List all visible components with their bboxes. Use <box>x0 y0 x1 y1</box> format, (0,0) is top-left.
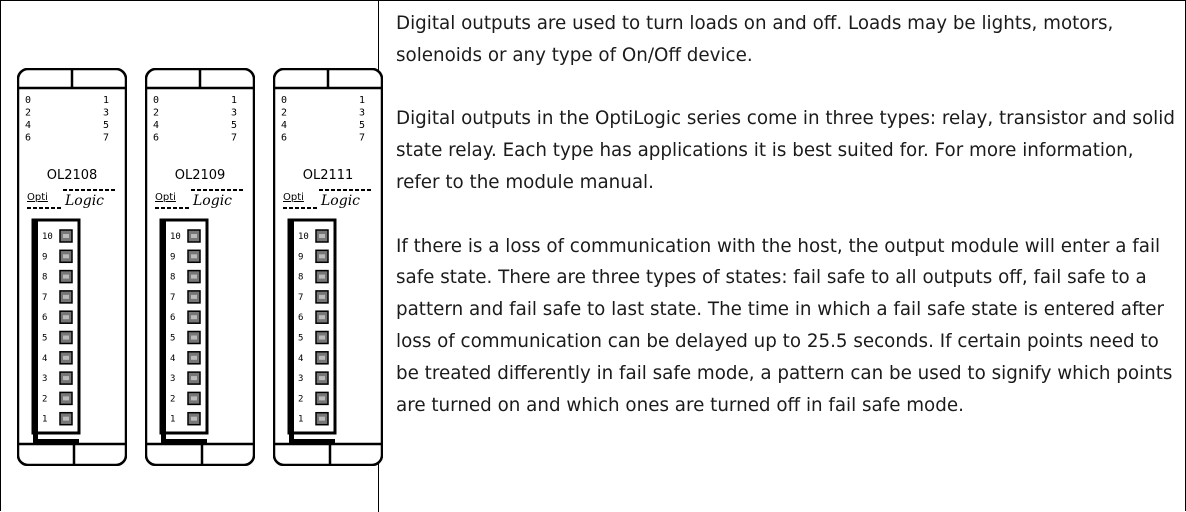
svg-text:Logic: Logic <box>192 193 232 209</box>
paragraph-fail-safe: If there is a loss of communication with… <box>396 235 1173 416</box>
io-number: 7 <box>359 133 365 144</box>
terminal-number: 1 <box>170 415 175 425</box>
description-text: Digital outputs are used to turn loads o… <box>396 8 1176 453</box>
terminal-number: 2 <box>298 394 303 404</box>
terminal-number: 8 <box>298 273 303 283</box>
terminal-number: 5 <box>170 334 175 344</box>
io-number: 0 <box>25 95 31 106</box>
terminal-number: 1 <box>298 415 303 425</box>
terminal-number: 3 <box>170 374 175 384</box>
io-number: 5 <box>359 120 365 131</box>
terminal-block: 10 9 8 7 6 5 4 3 2 1 <box>287 218 337 443</box>
io-number: 6 <box>281 133 287 144</box>
io-number: 6 <box>25 133 31 144</box>
terminal-number: 1 <box>42 415 47 425</box>
io-number: 4 <box>25 120 31 131</box>
terminal-number: 7 <box>42 293 47 303</box>
svg-text:Logic: Logic <box>320 193 360 209</box>
svg-text:Logic: Logic <box>64 193 104 209</box>
io-number: 4 <box>153 120 159 131</box>
optilogic-logo: Opti Logic <box>155 189 243 209</box>
terminal-number: 5 <box>298 334 303 344</box>
terminal-number: 8 <box>170 273 175 283</box>
terminal-number: 4 <box>298 354 303 364</box>
paragraph-outputs-intro: Digital outputs are used to turn loads o… <box>396 13 1114 66</box>
io-number: 3 <box>231 108 237 119</box>
io-number: 1 <box>103 95 109 106</box>
svg-text:Opti: Opti <box>283 192 304 203</box>
io-number: 0 <box>153 95 159 106</box>
terminal-number: 5 <box>42 334 47 344</box>
terminal-number: 10 <box>298 232 309 242</box>
terminal-number: 9 <box>42 252 47 262</box>
terminal-number: 8 <box>42 273 47 283</box>
io-number: 2 <box>25 108 31 119</box>
terminal-block: 10 9 8 7 6 5 4 3 2 1 <box>31 218 81 443</box>
io-number: 4 <box>281 120 287 131</box>
terminal-number: 2 <box>42 394 47 404</box>
svg-text:Opti: Opti <box>27 192 48 203</box>
io-number: 6 <box>153 133 159 144</box>
io-number: 5 <box>231 120 237 131</box>
terminal-number: 10 <box>170 232 181 242</box>
paragraph-output-types: Digital outputs in the OptiLogic series … <box>396 108 1175 193</box>
io-number: 3 <box>103 108 109 119</box>
terminal-number: 2 <box>170 394 175 404</box>
terminal-number: 3 <box>298 374 303 384</box>
terminal-number: 10 <box>42 232 53 242</box>
terminal-number: 9 <box>298 252 303 262</box>
terminal-number: 6 <box>170 313 175 323</box>
terminal-block: 10 9 8 7 6 5 4 3 2 1 <box>159 218 209 443</box>
io-number: 1 <box>231 95 237 106</box>
terminal-number: 3 <box>42 374 47 384</box>
io-number: 1 <box>359 95 365 106</box>
io-number: 3 <box>359 108 365 119</box>
io-number: 2 <box>281 108 287 119</box>
terminal-number: 4 <box>42 354 47 364</box>
model-label: OL2111 <box>303 168 354 183</box>
terminal-number: 6 <box>42 313 47 323</box>
terminal-number: 6 <box>298 313 303 323</box>
terminal-number: 7 <box>170 293 175 303</box>
model-label: OL2109 <box>175 168 226 183</box>
io-number: 7 <box>231 133 237 144</box>
io-number: 2 <box>153 108 159 119</box>
io-number: 5 <box>103 120 109 131</box>
io-number: 7 <box>103 133 109 144</box>
terminal-number: 4 <box>170 354 175 364</box>
io-number: 0 <box>281 95 287 106</box>
optilogic-logo: Opti Logic <box>283 189 371 209</box>
svg-text:Opti: Opti <box>155 192 176 203</box>
optilogic-logo: Opti Logic <box>27 189 115 209</box>
terminal-number: 7 <box>298 293 303 303</box>
terminal-number: 9 <box>170 252 175 262</box>
model-label: OL2108 <box>47 168 98 183</box>
